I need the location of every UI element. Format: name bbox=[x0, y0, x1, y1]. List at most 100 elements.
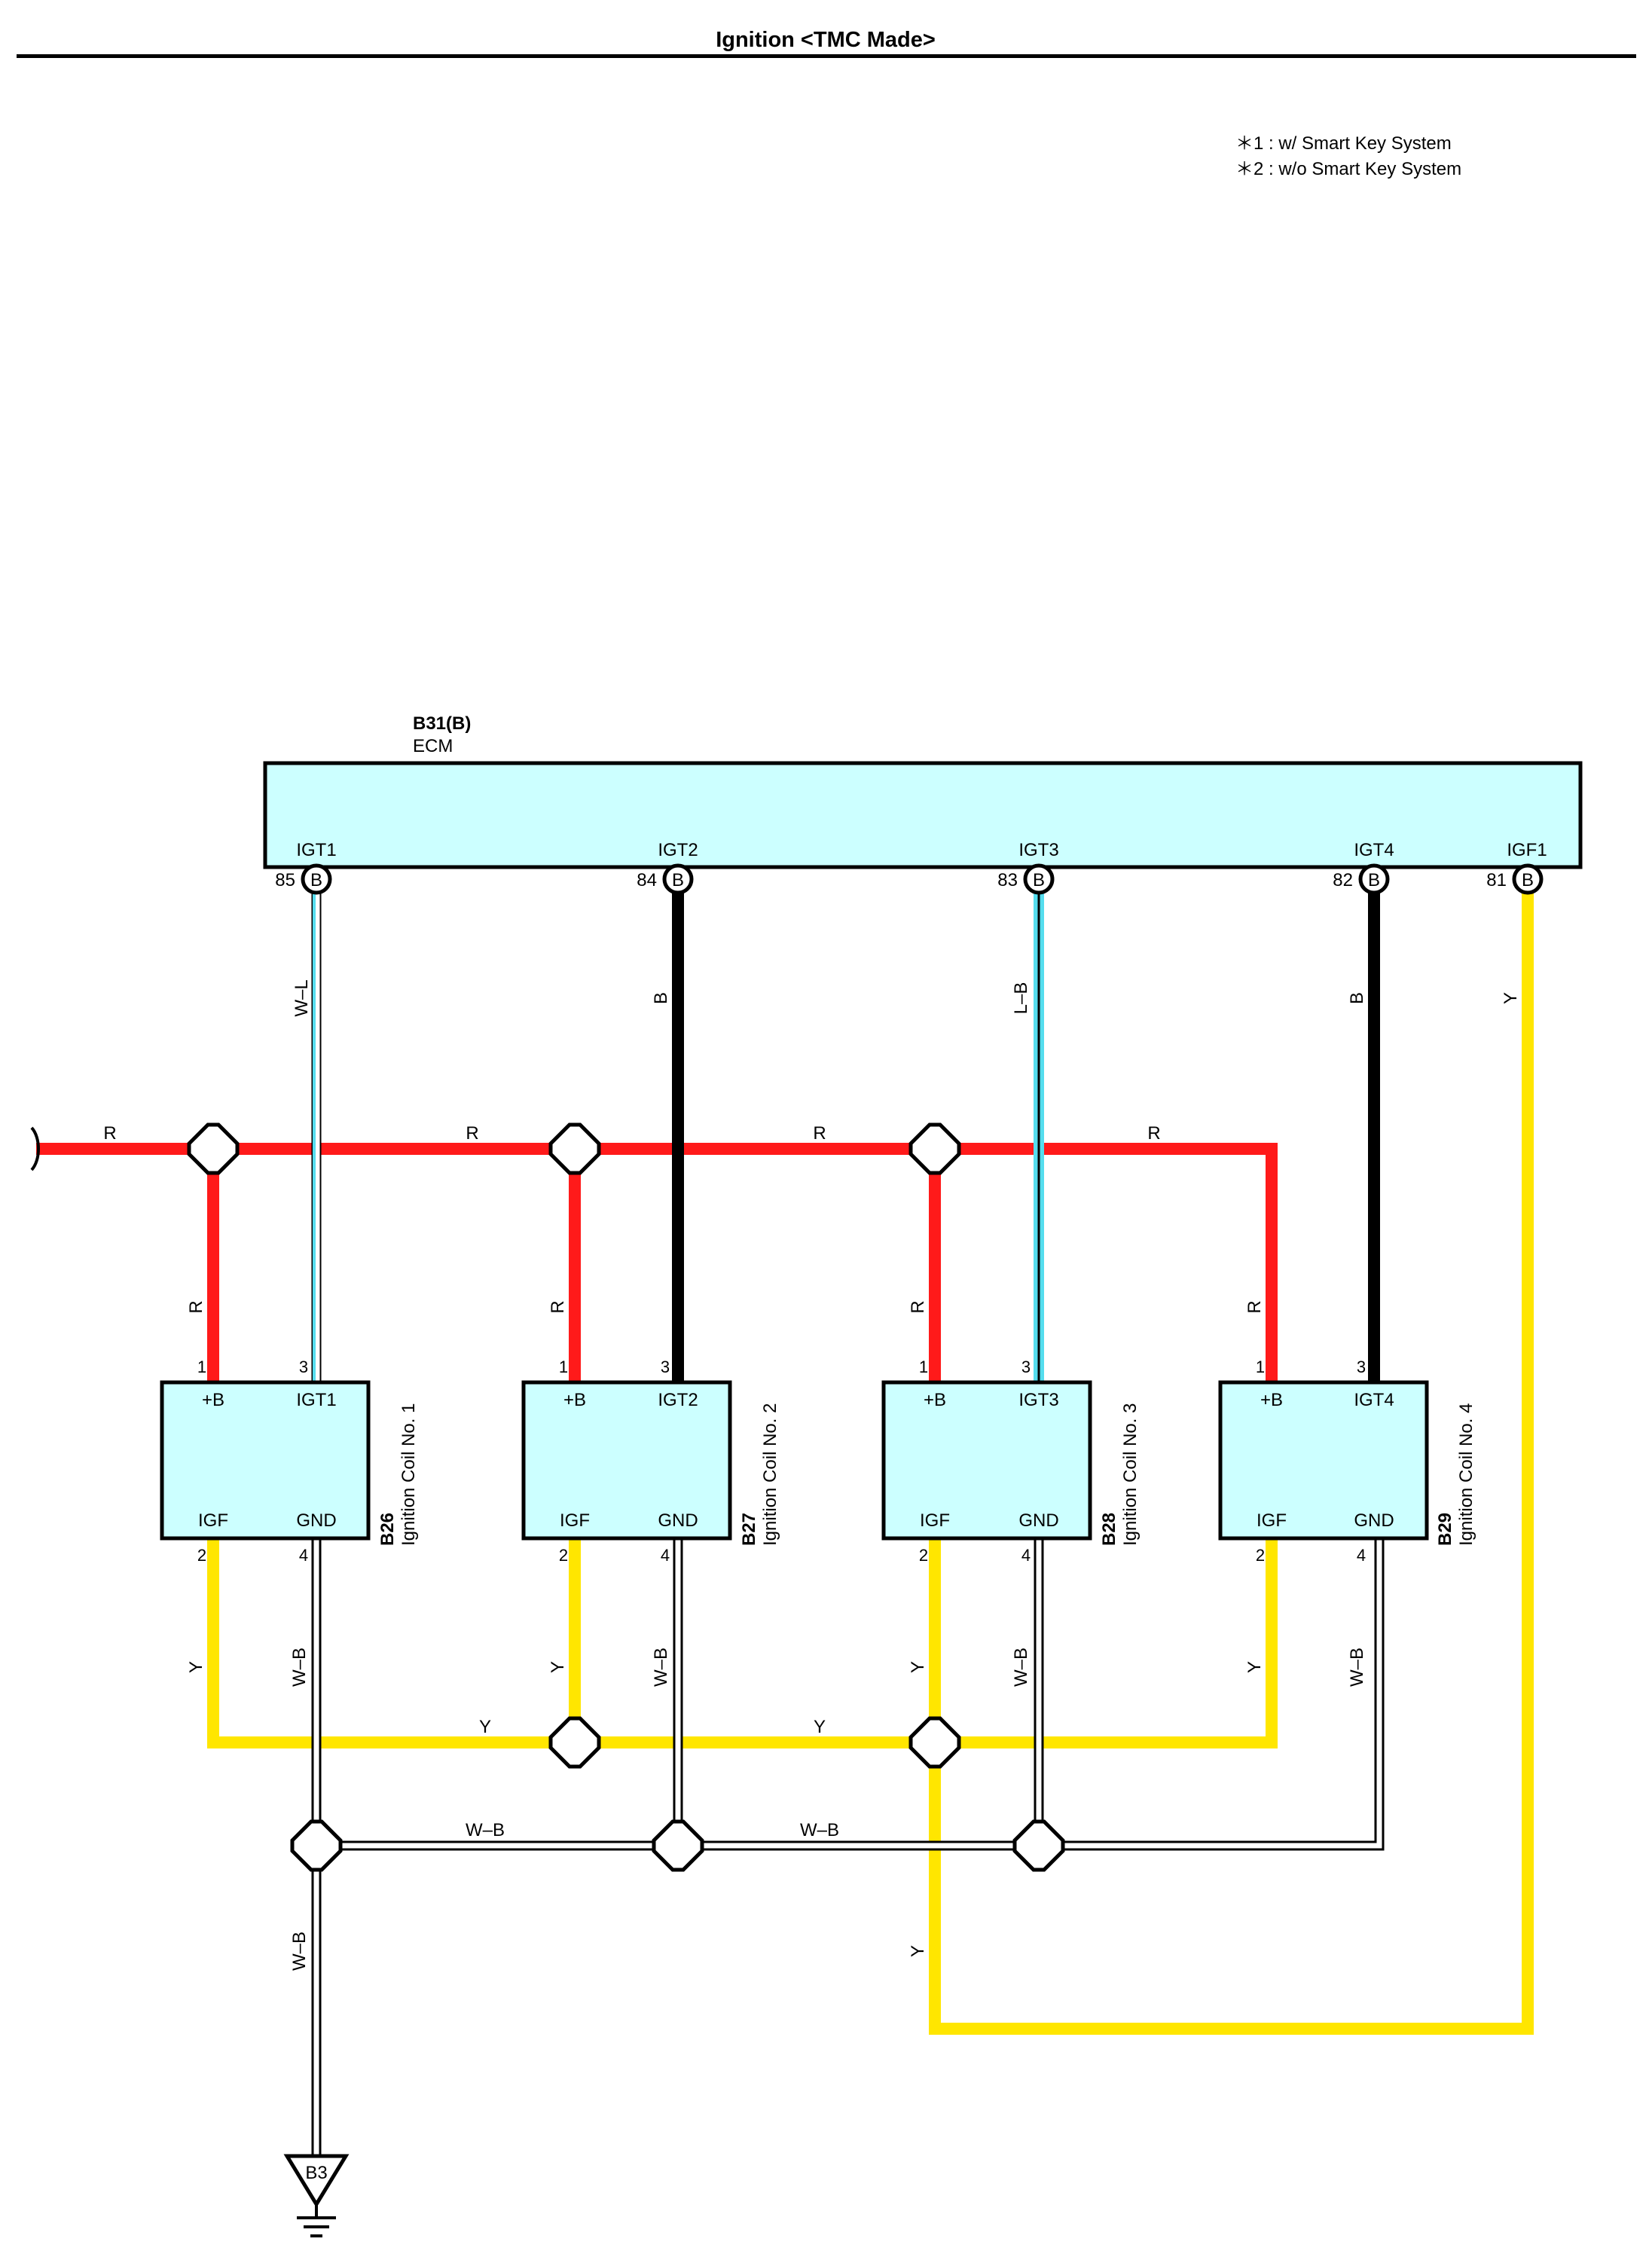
splice-igf-1 bbox=[548, 1716, 601, 1769]
svg-text:IGT4: IGT4 bbox=[1354, 1390, 1394, 1410]
ground-point-icon: B3 bbox=[283, 2154, 350, 2237]
wire-label-igf-coil1: Y bbox=[186, 1661, 206, 1673]
ecm-pin-number: 84 bbox=[637, 870, 657, 890]
svg-text:1: 1 bbox=[1256, 1358, 1265, 1376]
note-no-smart-key: ＊2 : w/o Smart Key System bbox=[1235, 159, 1461, 179]
svg-text:IGF: IGF bbox=[198, 1510, 228, 1531]
wire-igf1-yellow bbox=[929, 893, 1534, 2035]
ignition-coil-2: +B IGT2 IGF GND 1 3 2 4 B27 Ignition Coi… bbox=[521, 1358, 780, 1565]
page-title: Ignition <TMC Made> bbox=[716, 28, 936, 52]
note-smart-key: ＊1 : w/ Smart Key System bbox=[1235, 133, 1452, 154]
svg-text:3: 3 bbox=[661, 1358, 670, 1376]
ecm-pin-82: B 82 bbox=[1333, 863, 1390, 895]
svg-text:3: 3 bbox=[299, 1358, 308, 1376]
wire-igf-bus bbox=[207, 1538, 1278, 1748]
wire-label-igf-bus: Y bbox=[479, 1717, 491, 1737]
svg-text:IGF: IGF bbox=[1257, 1510, 1287, 1531]
ecm-pin-number: 82 bbox=[1333, 870, 1353, 890]
ecm-terminal-igf1: IGF1 bbox=[1507, 840, 1547, 860]
wire-label-gnd-bus: W–B bbox=[800, 1820, 839, 1840]
wire-power-bus bbox=[36, 1143, 1278, 1382]
wire-label-gnd-coil2: W–B bbox=[651, 1648, 671, 1687]
ignition-coil-1: +B IGT1 IGF GND 1 3 2 4 B26 Ignition Coi… bbox=[160, 1358, 419, 1565]
wire-label-igt3: L–B bbox=[1011, 982, 1031, 1015]
wire-label-power: R bbox=[1147, 1123, 1160, 1144]
svg-text:B: B bbox=[1368, 870, 1380, 890]
ecm-pin-number: 81 bbox=[1486, 870, 1507, 890]
wire-label-igf-bus: Y bbox=[814, 1717, 826, 1737]
title-underline bbox=[17, 54, 1636, 58]
ignition-coil-4: +B IGT4 IGF GND 1 3 2 4 B29 Ignition Coi… bbox=[1218, 1358, 1476, 1565]
wire-label-igf1: Y bbox=[1501, 992, 1521, 1004]
ecm-pin-85: B 85 bbox=[275, 863, 332, 895]
ecm-pin-number: 83 bbox=[997, 870, 1018, 890]
ecm-box bbox=[263, 761, 1583, 869]
wire-label-igf-coil3: Y bbox=[908, 1661, 928, 1673]
wire-label-igt1: W–L bbox=[292, 979, 312, 1016]
coil-code: B29 bbox=[1435, 1513, 1455, 1546]
ecm-pin-83: B 83 bbox=[997, 863, 1055, 895]
svg-text:B: B bbox=[310, 870, 322, 890]
svg-text:2: 2 bbox=[197, 1546, 206, 1565]
ecm-name: ECM bbox=[413, 736, 453, 756]
svg-text:GND: GND bbox=[296, 1510, 336, 1531]
wire-label-gnd-bus: W–B bbox=[466, 1820, 505, 1840]
splice-gnd-1 bbox=[290, 1819, 343, 1872]
svg-text:GND: GND bbox=[1354, 1510, 1394, 1531]
svg-text:2: 2 bbox=[919, 1546, 928, 1565]
coil-code: B26 bbox=[377, 1513, 398, 1546]
svg-text:1: 1 bbox=[197, 1358, 206, 1376]
svg-text:4: 4 bbox=[299, 1546, 308, 1565]
wire-label-igt4: B bbox=[1347, 992, 1367, 1004]
wire-ground-group bbox=[311, 1538, 1385, 2166]
ignition-coil-3: +B IGT3 IGF GND 1 3 2 4 B28 Ignition Coi… bbox=[881, 1358, 1141, 1565]
wire-label-gnd-coil3: W–B bbox=[1011, 1648, 1031, 1687]
svg-text:+B: +B bbox=[1260, 1390, 1283, 1410]
ecm-terminal-igt3: IGT3 bbox=[1018, 840, 1058, 860]
svg-text:+B: +B bbox=[202, 1390, 224, 1410]
wire-label-power-coil3: R bbox=[908, 1300, 928, 1313]
svg-text:4: 4 bbox=[661, 1546, 670, 1565]
coil-code: B27 bbox=[739, 1513, 759, 1546]
svg-text:IGF: IGF bbox=[920, 1510, 950, 1531]
svg-text:B: B bbox=[672, 870, 684, 890]
wire-label-gnd-coil1: W–B bbox=[289, 1648, 310, 1687]
splice-power-2 bbox=[548, 1122, 601, 1175]
wire-label-power: R bbox=[103, 1123, 116, 1144]
wire-label-igf-return: Y bbox=[908, 1945, 928, 1957]
splice-igf-2 bbox=[908, 1716, 961, 1769]
wire-label-gnd-coil4: W–B bbox=[1347, 1648, 1367, 1687]
ecm-code: B31(B) bbox=[413, 713, 471, 734]
ecm-pin-84: B 84 bbox=[637, 863, 694, 895]
wire-label-power-coil4: R bbox=[1244, 1300, 1265, 1313]
svg-text:+B: +B bbox=[563, 1390, 586, 1410]
wire-label-igf-coil4: Y bbox=[1244, 1661, 1265, 1673]
splice-gnd-2 bbox=[652, 1819, 704, 1872]
svg-text:3: 3 bbox=[1357, 1358, 1366, 1376]
wire-label-power-coil2: R bbox=[548, 1300, 568, 1313]
svg-text:GND: GND bbox=[1018, 1510, 1058, 1531]
svg-text:GND: GND bbox=[658, 1510, 698, 1531]
coil-name: Ignition Coil No. 1 bbox=[398, 1403, 419, 1546]
svg-text:+B: +B bbox=[924, 1390, 946, 1410]
coil-code: B28 bbox=[1099, 1513, 1119, 1546]
svg-text:1: 1 bbox=[559, 1358, 568, 1376]
svg-text:2: 2 bbox=[559, 1546, 568, 1565]
svg-text:B: B bbox=[1033, 870, 1045, 890]
coil-name: Ignition Coil No. 2 bbox=[760, 1403, 780, 1546]
ecm-terminal-igt2: IGT2 bbox=[658, 840, 698, 860]
ecm-pin-number: 85 bbox=[275, 870, 295, 890]
coil-name: Ignition Coil No. 3 bbox=[1120, 1403, 1141, 1546]
wire-label-igt2: B bbox=[651, 992, 671, 1004]
splice-power-1 bbox=[187, 1122, 240, 1175]
splice-power-3 bbox=[908, 1122, 961, 1175]
svg-text:2: 2 bbox=[1256, 1546, 1265, 1565]
splice-gnd-3 bbox=[1012, 1819, 1065, 1872]
svg-text:1: 1 bbox=[919, 1358, 928, 1376]
ecm-terminal-igt1: IGT1 bbox=[296, 840, 336, 860]
svg-text:3: 3 bbox=[1021, 1358, 1031, 1376]
ground-point-label: B3 bbox=[305, 2163, 327, 2183]
coil-name: Ignition Coil No. 4 bbox=[1456, 1403, 1476, 1546]
svg-text:4: 4 bbox=[1357, 1546, 1366, 1565]
